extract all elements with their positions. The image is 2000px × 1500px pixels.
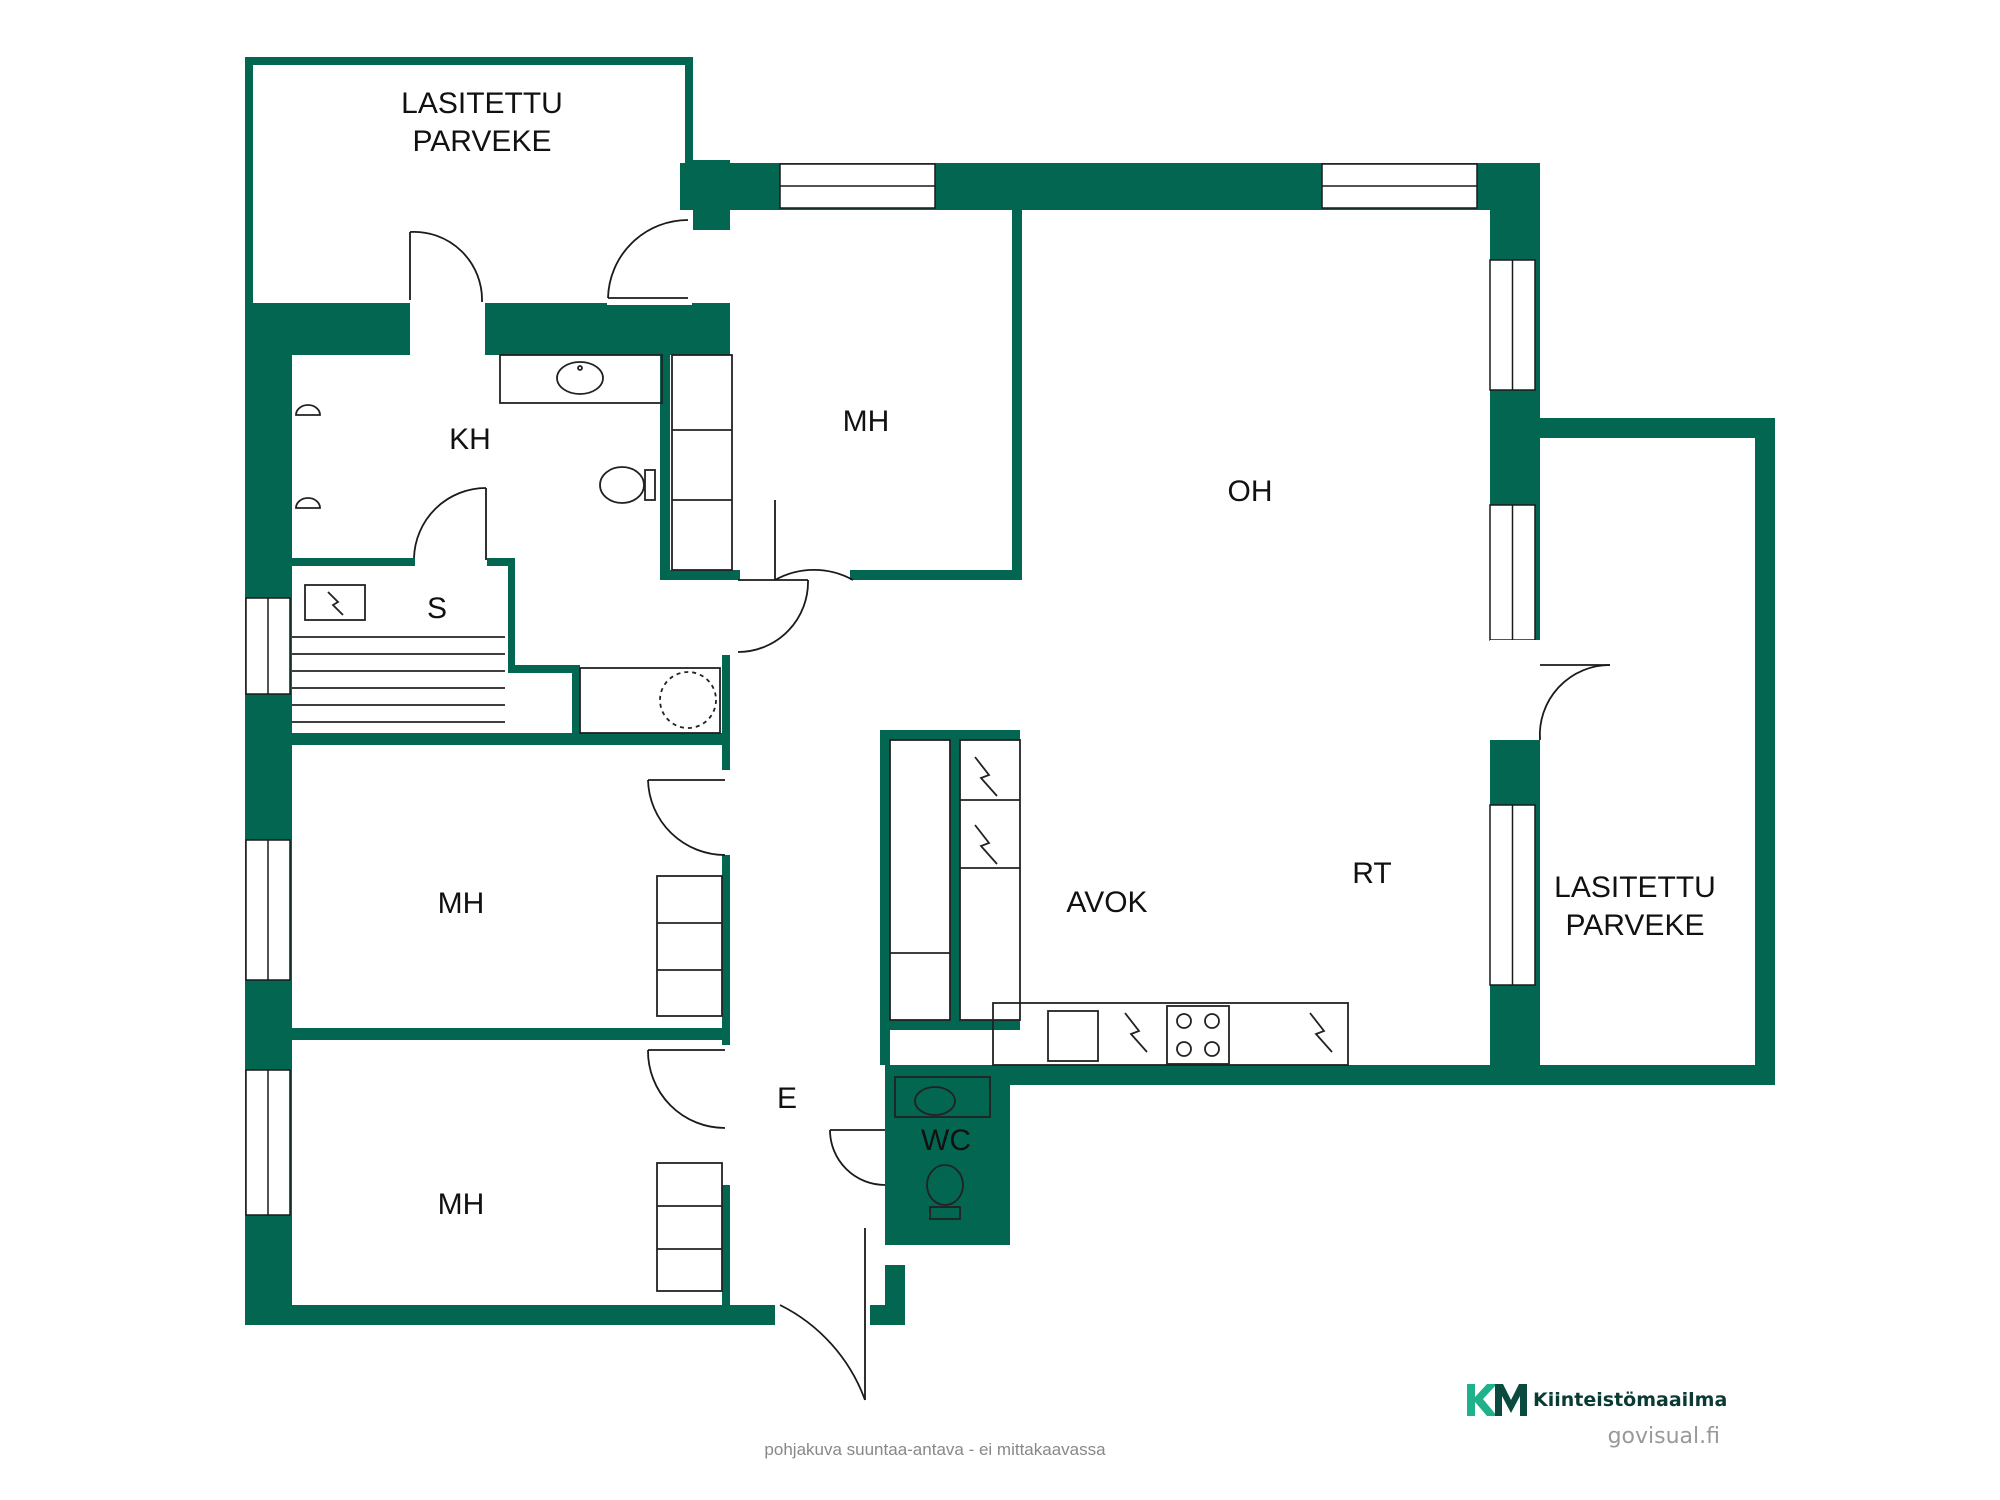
door-swing-arc — [647, 1049, 726, 1129]
room-label-toilet: WC — [921, 1124, 971, 1157]
fridge-electric-icon — [1309, 1012, 1333, 1053]
sauna-stove-icon — [304, 584, 366, 621]
microwave-electric-icon — [974, 824, 998, 865]
wc-toilet-tank — [929, 1206, 961, 1220]
wall-segment — [885, 1265, 905, 1325]
wall-segment — [245, 1305, 905, 1325]
wall-segment — [292, 558, 415, 566]
dishwasher-electric-icon — [1124, 1012, 1148, 1053]
wall-segment — [885, 1230, 1010, 1245]
brand-site: govisual.fi — [1607, 1424, 1720, 1449]
door-opening — [722, 1125, 734, 1185]
laundry-counter — [579, 667, 721, 734]
wall-segment — [950, 730, 960, 1020]
wardrobe — [656, 1162, 723, 1292]
km-logo-icon — [1467, 1384, 1527, 1416]
room-label-bedroom-middle: MH — [437, 887, 485, 920]
wall-segment — [660, 352, 670, 580]
toilet-tank — [644, 469, 656, 501]
kitchen-counter — [992, 1002, 1349, 1066]
room-label-living-room: OH — [1227, 475, 1273, 508]
wc-toilet-icon — [926, 1164, 964, 1206]
brand-logo: Kiinteistömaailma — [1465, 1380, 1727, 1420]
wardrobe — [671, 354, 733, 571]
room-label-glazed-balcony-top: LASITETTU PARVEKE — [401, 87, 563, 158]
wall-segment — [660, 570, 740, 580]
room-label-bedroom-bottom: MH — [437, 1188, 485, 1221]
wall-segment — [292, 733, 730, 745]
wc-sink-icon — [914, 1086, 956, 1116]
wall-segment — [885, 1065, 990, 1075]
wall-segment — [508, 665, 580, 673]
room-label-entrance-hall: E — [776, 1082, 798, 1115]
wall-segment — [292, 1028, 730, 1040]
door-swing-arc — [829, 1129, 886, 1186]
room-label-bedroom-top: MH — [842, 405, 890, 438]
kitchen-sink-icon — [1047, 1010, 1099, 1062]
wardrobe — [656, 875, 723, 1017]
wall-segment — [1012, 210, 1022, 580]
wall-segment — [485, 303, 730, 355]
wall-segment — [245, 57, 253, 310]
stove-burner — [1204, 1041, 1220, 1057]
kitchen-tall-unit — [959, 739, 1021, 1021]
door-swing-arc — [647, 779, 726, 856]
stove-icon — [1166, 1005, 1230, 1065]
wall-segment — [572, 665, 580, 740]
sink-counter — [499, 354, 663, 404]
wall-segment — [508, 558, 515, 670]
door-opening — [607, 215, 692, 305]
stove-burner — [1204, 1013, 1220, 1029]
wall-segment — [722, 655, 730, 1305]
wall-segment — [1536, 1065, 1775, 1085]
room-label-glazed-balcony-right: LASITETTU PARVEKE — [1554, 871, 1716, 942]
door-opening — [1490, 640, 1540, 740]
door-swing-arc — [409, 231, 483, 303]
doors — [409, 219, 1611, 1401]
stove-burner — [1176, 1013, 1192, 1029]
shower-head-icon — [295, 404, 321, 416]
room-label-dining-area: RT — [1352, 857, 1392, 890]
electric-icon — [327, 591, 344, 616]
brand-name: Kiinteistömaailma — [1533, 1389, 1728, 1411]
wall-segment — [487, 558, 515, 566]
sink-icon — [556, 361, 604, 395]
wall-segment — [1755, 418, 1775, 1085]
door-swing-arc — [413, 487, 487, 559]
door-swing-arc — [607, 219, 689, 299]
toilet-icon — [599, 466, 645, 504]
room-label-sauna: S — [426, 592, 448, 625]
walls — [245, 57, 1775, 1325]
wall-segment — [1536, 418, 1775, 438]
wall-segment — [1003, 1065, 1540, 1085]
oven-electric-icon — [974, 756, 998, 797]
wall-segment — [245, 57, 693, 65]
door-swing-arc — [779, 1304, 866, 1401]
kitchen-tall-unit — [889, 739, 951, 1021]
wall-segment — [850, 570, 1022, 580]
wc-sink-counter — [894, 1076, 991, 1118]
wall-segment — [885, 1020, 1020, 1030]
door-swing-arc — [1538, 664, 1611, 741]
room-label-bathroom: KH — [449, 423, 491, 456]
door-opening — [410, 300, 485, 360]
shower-head-icon — [295, 497, 321, 509]
door-opening — [722, 1045, 734, 1130]
fixtures — [292, 354, 1349, 1292]
door-opening — [775, 1300, 870, 1330]
disclaimer-note: pohjakuva suuntaa-antava - ei mittakaava… — [764, 1440, 1106, 1459]
room-label-open-kitchen: AVOK — [1066, 886, 1148, 919]
wall-segment — [685, 57, 693, 165]
washing-machine-icon — [659, 671, 717, 729]
sink-drain — [577, 365, 583, 371]
door-swing-arc — [737, 579, 809, 653]
windows — [245, 163, 1540, 1330]
stove-burner — [1176, 1041, 1192, 1057]
wall-segment — [880, 730, 890, 1065]
door-swing-arc — [774, 569, 854, 581]
door-opening — [722, 770, 734, 855]
